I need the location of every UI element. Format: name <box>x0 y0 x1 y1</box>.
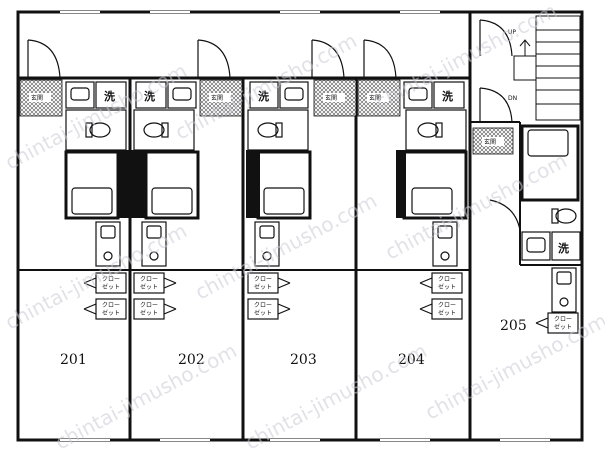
closet-label-top: クロー <box>438 276 456 283</box>
closet-label-top: クロー <box>140 302 158 309</box>
room-label-204: 204 <box>398 352 425 368</box>
watermark-text: chintai-jimusho.com <box>381 148 571 264</box>
genkan-labels: 玄関 玄関 玄関 玄関 玄関 <box>29 93 504 146</box>
kitchens <box>95 221 577 313</box>
staircase <box>513 15 581 121</box>
watermark-text: chintai-jimusho.com <box>191 188 381 304</box>
watermark-text: chintai-jimusho.com <box>371 0 561 114</box>
stair-down-label: DN <box>508 95 517 102</box>
closet-label-top: クロー <box>254 302 272 309</box>
closet-label-bottom: ゼット <box>254 283 272 291</box>
genkan-label-204: 玄関 <box>369 94 381 102</box>
closet-label-top: クロー <box>140 276 158 283</box>
washer-label-204: 洗 <box>442 89 453 103</box>
closet-label-bottom: ゼット <box>140 283 158 291</box>
room-label-205: 205 <box>500 318 527 334</box>
window-marks <box>60 11 550 441</box>
watermark-text: chintai-jimusho.com <box>241 338 431 454</box>
closets <box>83 272 579 334</box>
stair-up-label: UP <box>508 29 516 36</box>
closet-label-bottom: ゼット <box>438 283 456 291</box>
closet-label-top: クロー <box>438 302 456 309</box>
closet-label-top: クロー <box>554 316 572 323</box>
closet-labels: クロー ゼット クロー ゼット クロー ゼット クロー ゼット クロー ゼット … <box>102 276 572 331</box>
room-label-202: 202 <box>178 352 205 368</box>
closet-label-bottom: ゼット <box>102 283 120 291</box>
room-label-203: 203 <box>290 352 317 368</box>
closet-label-top: クロー <box>102 302 120 309</box>
washer-label-205: 洗 <box>558 241 569 255</box>
genkan-label-201: 玄関 <box>31 94 43 102</box>
genkan-label-202: 玄関 <box>211 94 223 102</box>
unit-dividers <box>18 12 582 440</box>
closet-label-bottom: ゼット <box>438 309 456 317</box>
toilets <box>65 109 577 224</box>
closet-label-bottom: ゼット <box>554 323 572 331</box>
closet-label-top: クロー <box>102 276 120 283</box>
room-numbers: 201 202 203 204 205 <box>60 318 527 368</box>
bathrooms <box>64 124 580 220</box>
closet-label-bottom: ゼット <box>102 309 120 317</box>
closet-label-bottom: ゼット <box>254 309 272 317</box>
washer-label-203: 洗 <box>258 89 269 103</box>
washer-label-202: 洗 <box>144 89 155 103</box>
genkan-label-203: 玄関 <box>325 94 337 102</box>
genkan-label-205: 玄関 <box>484 138 496 146</box>
closet-label-top: クロー <box>254 276 272 283</box>
room-label-201: 201 <box>60 352 87 368</box>
wash-areas <box>65 81 581 261</box>
entrance-doors <box>27 19 521 231</box>
washer-labels: 洗 洗 洗 洗 洗 <box>104 89 569 255</box>
washer-label-201: 洗 <box>104 89 115 103</box>
closet-label-bottom: ゼット <box>140 309 158 317</box>
